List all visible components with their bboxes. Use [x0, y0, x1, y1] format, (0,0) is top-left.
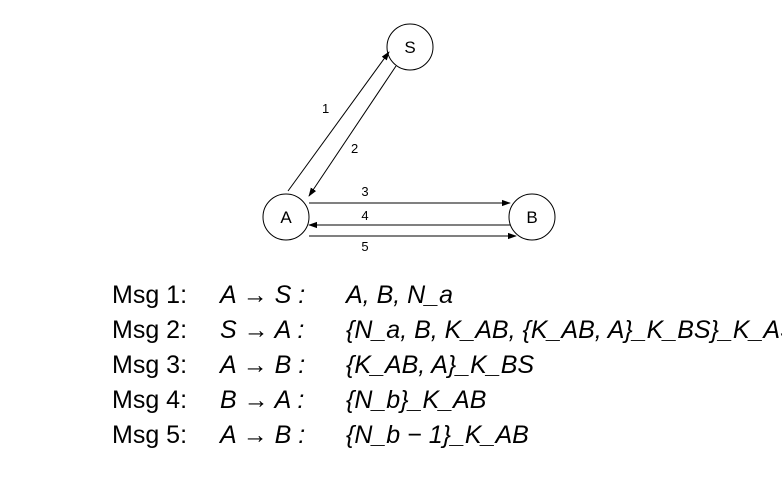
edge-4-label: 4: [361, 208, 368, 223]
edge-2-label: 2: [351, 141, 358, 156]
message-label: Msg 2:: [112, 316, 188, 344]
node-s: S: [386, 23, 434, 71]
message-label: Msg 4:: [112, 386, 188, 414]
message-route: A → B :: [220, 421, 306, 449]
message-label: Msg 1:: [112, 281, 188, 309]
edge-1-label: 1: [322, 101, 329, 116]
message-content: {N_a, B, K_AB, {K_AB, A}_K_BS}_K_AS: [346, 316, 782, 344]
message-label: Msg 3:: [112, 351, 188, 379]
node-a-label: A: [280, 208, 292, 227]
message-content: {N_b − 1}_K_AB: [346, 421, 529, 449]
protocol-diagram: S A B 1 2 3 4 5: [262, 23, 556, 254]
message-route: A → S :: [220, 281, 306, 309]
edge-5-label: 5: [361, 239, 368, 254]
message-content: A, B, N_a: [346, 281, 453, 309]
edge-2-arrow: [308, 65, 397, 197]
message-content: {K_AB, A}_K_BS: [346, 351, 535, 379]
node-b: B: [508, 193, 556, 241]
message-label: Msg 5:: [112, 421, 188, 449]
edge-1-arrow: [287, 51, 390, 192]
node-s-label: S: [404, 38, 415, 57]
node-a: A: [262, 193, 310, 241]
message-route: B → A :: [220, 386, 305, 414]
edge-3-label: 3: [361, 184, 368, 199]
node-b-label: B: [526, 208, 537, 227]
message-route: S → A :: [220, 316, 305, 344]
message-content: {N_b}_K_AB: [346, 386, 487, 414]
message-route: A → B :: [220, 351, 306, 379]
